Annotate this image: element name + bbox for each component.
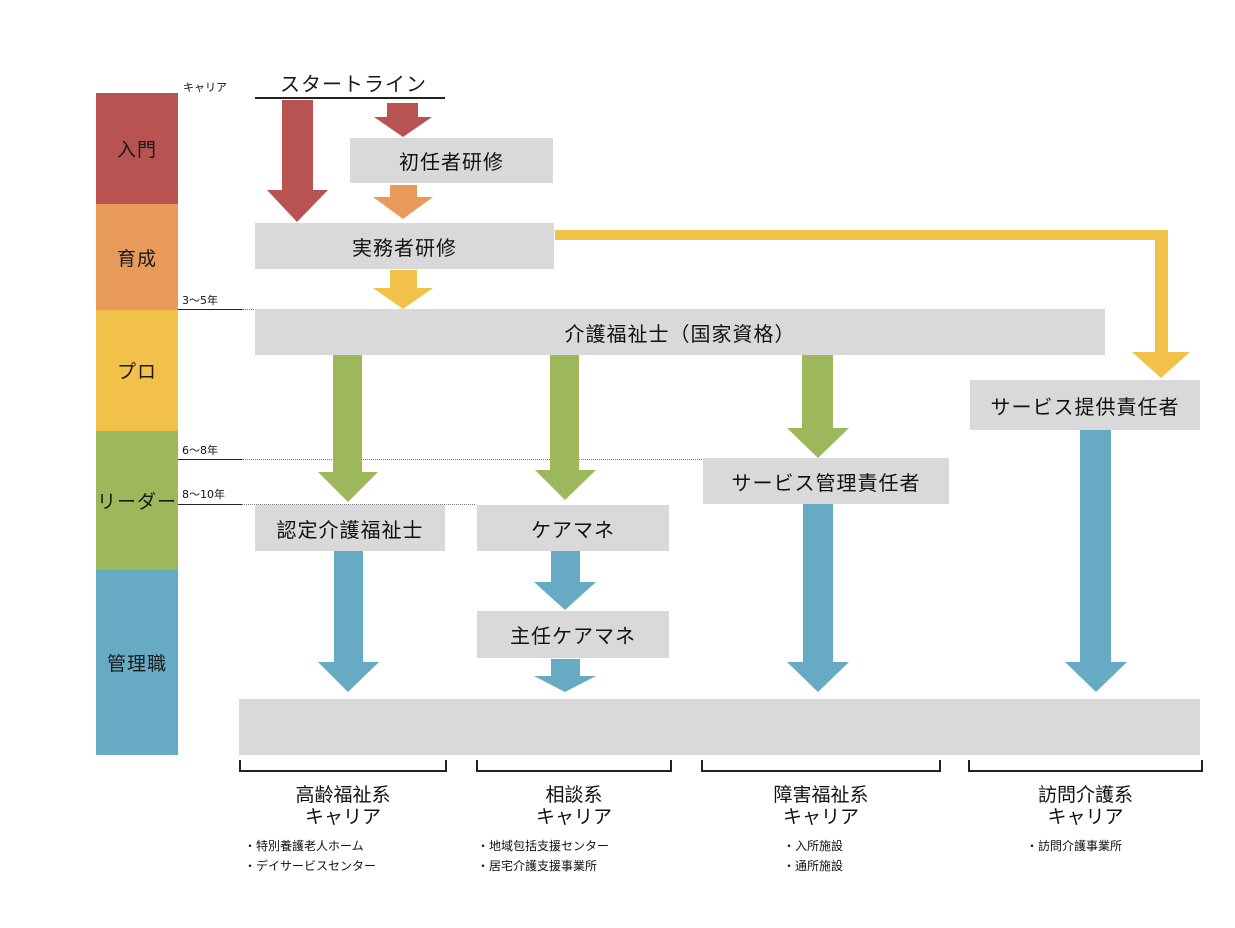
stage-management-label: 管理職 (106, 653, 167, 675)
start-line-label: スタートライン (280, 72, 427, 96)
box-initial-training: 初任者研修 (350, 138, 553, 183)
years-3-5-line (178, 309, 242, 310)
arrow-initial-to-practitioner (373, 185, 433, 219)
arrow-start-to-practitioner (267, 100, 328, 222)
box-accredited-care-worker-label: 認定介護福祉士 (276, 517, 424, 542)
arrow-accredited-to-career (318, 551, 379, 692)
years-3-5: 3～5年 (182, 294, 218, 307)
category-consultation: 相談系 キャリア (476, 784, 672, 828)
bracket-consultation (476, 760, 672, 772)
years-6-8-dotted (242, 459, 704, 460)
box-certified-care-worker-label: 介護福祉士（国家資格） (564, 321, 796, 346)
box-certified-care-worker: 介護福祉士（国家資格） (255, 309, 1105, 355)
box-initial-training-label: 初任者研修 (399, 150, 504, 174)
list-item: ・地域包括支援センター (477, 839, 610, 853)
years-6-8-line (178, 459, 242, 460)
box-chief-care-manager-label: 主任ケアマネ (510, 624, 636, 648)
category-home-care-line2: キャリア (1047, 806, 1124, 828)
stage-development: 育成 (96, 204, 178, 310)
stage-leader: リーダー (96, 431, 178, 570)
box-service-provision-manager-label: サービス提供責任者 (990, 394, 1180, 419)
box-service-manager: サービス管理責任者 (703, 458, 949, 504)
list-item: ・特別養護老人ホーム (244, 839, 364, 853)
stage-entry: 入門 (96, 93, 178, 204)
box-career-destination (239, 699, 1200, 755)
box-service-provision-manager: サービス提供責任者 (970, 380, 1200, 430)
list-item: ・居宅介護支援事業所 (477, 859, 598, 873)
stage-leader-label: リーダー (96, 491, 177, 513)
arrow-certified-to-accredited (318, 355, 378, 502)
arrow-start-to-initial (374, 103, 432, 137)
category-home-care-line1: 訪問介護系 (1037, 784, 1133, 806)
stage-management: 管理職 (96, 570, 178, 755)
list-item: ・デイサービスセンター (244, 859, 377, 873)
list-item: ・入所施設 (783, 839, 844, 853)
category-disability-line2: キャリア (782, 806, 859, 828)
list-item: ・通所施設 (783, 859, 844, 873)
arrow-certified-to-service-manager (787, 355, 849, 458)
arrow-provision-manager-to-career (1065, 430, 1127, 692)
box-service-manager-label: サービス管理責任者 (731, 470, 921, 495)
arrow-service-manager-to-career (787, 503, 849, 692)
arrow-chief-to-career (534, 659, 596, 692)
bracket-elderly (239, 760, 447, 772)
years-8-10-dotted (242, 504, 475, 505)
category-disability-line1: 障害福祉系 (773, 784, 869, 806)
bracket-home-care (968, 760, 1203, 772)
box-accredited-care-worker: 認定介護福祉士 (255, 505, 445, 551)
years-3-5-dotted (242, 309, 256, 310)
box-practitioner-training-label: 実務者研修 (352, 235, 457, 260)
start-line (255, 97, 445, 99)
elderly-items: ・特別養護老人ホーム ・デイサービスセンター (244, 836, 376, 876)
career-label: キャリア (183, 81, 227, 94)
category-disability: 障害福祉系 キャリア (701, 784, 941, 828)
box-care-manager-label: ケアマネ (531, 517, 615, 542)
years-8-10: 8～10年 (182, 488, 225, 501)
stage-professional: プロ (96, 310, 178, 431)
stage-development-label: 育成 (116, 247, 157, 270)
list-item: ・訪問介護事業所 (1026, 839, 1123, 853)
category-elderly: 高齢福祉系 キャリア (239, 784, 447, 828)
category-home-care: 訪問介護系 キャリア (968, 784, 1203, 828)
disability-items: ・入所施設 ・通所施設 (783, 836, 843, 876)
category-consultation-line2: キャリア (535, 806, 612, 828)
stage-professional-label: プロ (116, 361, 157, 383)
category-elderly-line2: キャリア (304, 806, 381, 828)
arrow-practitioner-to-provision-manager (555, 230, 1190, 378)
years-8-10-line (178, 504, 242, 505)
box-care-manager: ケアマネ (477, 505, 669, 551)
consultation-items: ・地域包括支援センター ・居宅介護支援事業所 (477, 836, 609, 876)
box-practitioner-training: 実務者研修 (255, 223, 554, 269)
category-elderly-line1: 高齢福祉系 (295, 784, 391, 806)
stage-entry-label: 入門 (116, 139, 157, 161)
category-consultation-line1: 相談系 (545, 784, 603, 806)
arrow-practitioner-to-certified (373, 270, 433, 309)
box-chief-care-manager: 主任ケアマネ (477, 611, 669, 658)
home-care-items: ・訪問介護事業所 (1026, 836, 1122, 856)
bracket-disability (701, 760, 941, 772)
arrow-certified-to-caremanager (535, 355, 596, 500)
years-6-8: 6～8年 (182, 444, 218, 457)
arrow-caremanager-to-chief (534, 551, 596, 610)
